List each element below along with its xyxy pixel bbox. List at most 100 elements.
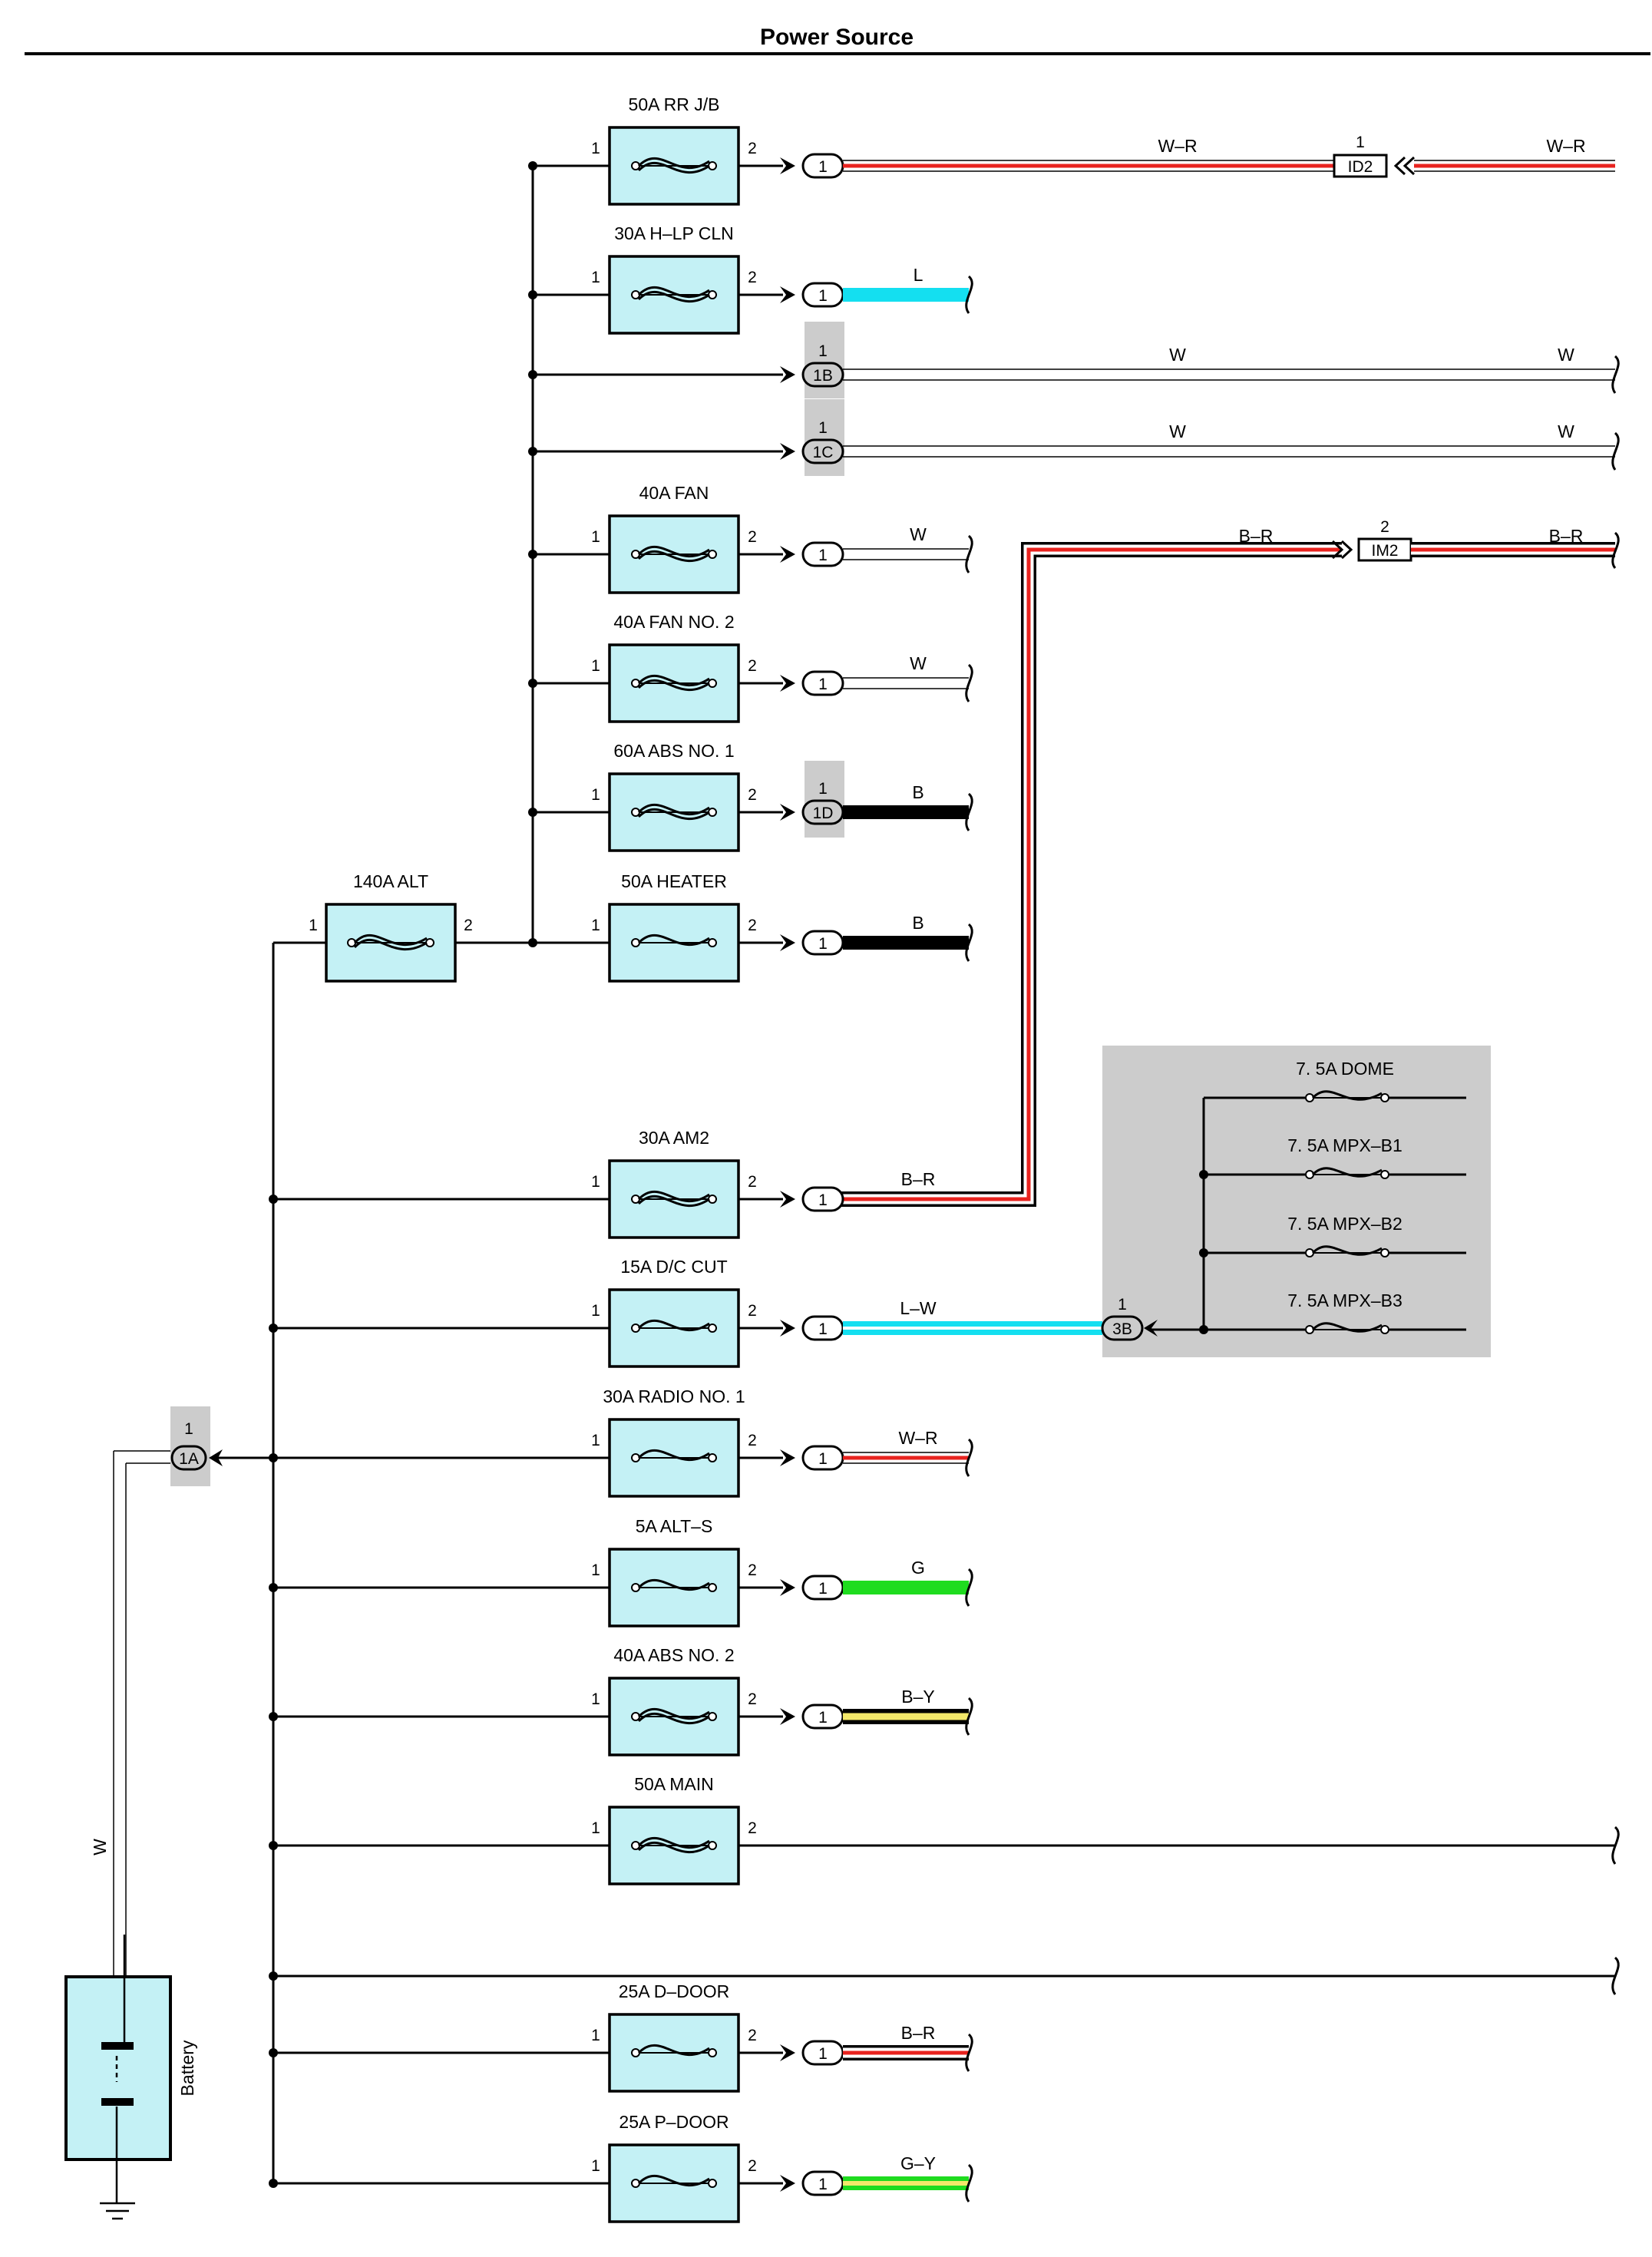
fuse-label: 50A MAIN xyxy=(634,1774,714,1794)
fuse-pin-in: 1 xyxy=(591,2157,600,2175)
wire-continuation-mark xyxy=(965,2033,973,2072)
wire-continuation-mark xyxy=(1611,1826,1620,1865)
fuse-label: 30A AM2 xyxy=(639,1128,709,1148)
page-title: Power Source xyxy=(760,25,914,50)
fuse-pin-in: 1 xyxy=(591,1690,600,1708)
connector-name: 1 xyxy=(818,1709,828,1727)
connector-name: 1 xyxy=(818,1450,828,1468)
fuse-label: 30A RADIO NO. 1 xyxy=(603,1386,745,1406)
jb-fuse-label: 7. 5A MPX–B3 xyxy=(1287,1290,1403,1310)
fuse-label: 40A FAN NO. 2 xyxy=(613,612,734,632)
battery-label: Battery xyxy=(177,2040,197,2096)
fuse-pin-in: 1 xyxy=(309,917,318,934)
wire-label: W–R xyxy=(1158,136,1197,156)
wire-W xyxy=(843,368,1615,381)
connector: 1 xyxy=(780,1445,844,1471)
circuit-unfused xyxy=(269,1956,1620,1995)
fuse-pin-out: 2 xyxy=(748,2157,757,2175)
wire-label: L xyxy=(914,265,923,285)
fuse-pin-out: 2 xyxy=(464,917,473,934)
fuse-pin-in: 1 xyxy=(591,2027,600,2044)
battery-wire: W xyxy=(90,1450,170,1977)
connector: 1D1 xyxy=(780,780,844,825)
wire-label: B–R xyxy=(901,1169,936,1189)
id2-name: ID2 xyxy=(1348,158,1373,176)
fuse-element xyxy=(631,2174,717,2188)
wire-label: B xyxy=(912,782,923,802)
wire-continuation-mark xyxy=(965,1568,973,1607)
fuse-pin-out: 2 xyxy=(748,269,757,286)
fuse-pin-in: 1 xyxy=(591,1819,600,1837)
fuse-element xyxy=(631,674,717,692)
connector: 1B1 xyxy=(780,342,844,388)
wire-continuation-mark xyxy=(965,2163,973,2202)
jb-fuse-2: 7. 5A MPX–B2 xyxy=(1199,1214,1466,1264)
fuse-element xyxy=(631,1449,717,1462)
fuse-pin-out: 2 xyxy=(748,2027,757,2044)
connector-name: 1 xyxy=(818,935,828,953)
jb-fuse-0: 7. 5A DOME xyxy=(1204,1059,1466,1109)
fuse-label: 5A ALT–S xyxy=(636,1516,713,1536)
fuse-pin-out: 2 xyxy=(748,1690,757,1708)
wire-W xyxy=(843,677,969,689)
fuse-element xyxy=(631,1190,717,1208)
fuse-pin-in: 1 xyxy=(591,269,600,286)
far-wire-label: W–R xyxy=(1546,136,1585,156)
connector-name: 1 xyxy=(818,1580,828,1598)
im2-name: IM2 xyxy=(1371,542,1398,560)
fuse-element xyxy=(631,545,717,563)
am2-route: B–R 2 IM2 B–R xyxy=(841,518,1620,1207)
wire-continuation-mark xyxy=(965,275,973,314)
wire-label: W xyxy=(910,524,927,544)
connector-pin: 1 xyxy=(818,419,828,437)
fuse-pin-in: 1 xyxy=(591,786,600,804)
wire-WR xyxy=(843,1452,969,1464)
connector: 1 xyxy=(780,1315,844,1341)
fuse-pin-in: 1 xyxy=(591,657,600,675)
fuse-element xyxy=(631,1836,717,1854)
fuse-pin-out: 2 xyxy=(748,917,757,934)
connector: 1 xyxy=(780,1703,844,1730)
fuse-pin-in: 1 xyxy=(591,1302,600,1320)
3b-pin: 1 xyxy=(1118,1296,1127,1314)
wire-WR xyxy=(1414,160,1615,172)
connector: 1 xyxy=(780,2040,844,2066)
connector: 1 xyxy=(780,2170,844,2196)
fuse-pin-in: 1 xyxy=(591,528,600,546)
battery: Battery xyxy=(64,1935,197,2220)
3b-name: 3B xyxy=(1112,1320,1132,1338)
fuse-pin-in: 1 xyxy=(591,1561,600,1579)
wire-continuation-mark xyxy=(965,923,973,962)
fuse-pin-in: 1 xyxy=(591,917,600,934)
wire-continuation-mark xyxy=(965,534,973,573)
fuse-pin-out: 2 xyxy=(748,786,757,804)
wire-continuation-mark xyxy=(965,792,973,831)
wire-continuation-mark xyxy=(965,1697,973,1736)
fuse-label: 60A ABS NO. 1 xyxy=(613,741,734,761)
wire-continuation-mark xyxy=(965,663,973,702)
fuse-140a-alt-label: 140A ALT xyxy=(353,871,428,891)
wire-W xyxy=(843,548,969,560)
fuse-label: 15A D/C CUT xyxy=(620,1257,727,1277)
fuse-element xyxy=(631,1319,717,1333)
connector-name: 1 xyxy=(818,2176,828,2193)
wire-label: B xyxy=(912,913,923,933)
connector-name: 1C xyxy=(813,444,834,461)
connector-name: 1 xyxy=(818,1191,828,1209)
connector: 1 xyxy=(780,670,844,696)
wire-label: W–R xyxy=(898,1428,937,1448)
wire-WR xyxy=(843,160,1334,172)
wire-label: B–R xyxy=(901,2023,936,2043)
fuse-pin-out: 2 xyxy=(748,1561,757,1579)
